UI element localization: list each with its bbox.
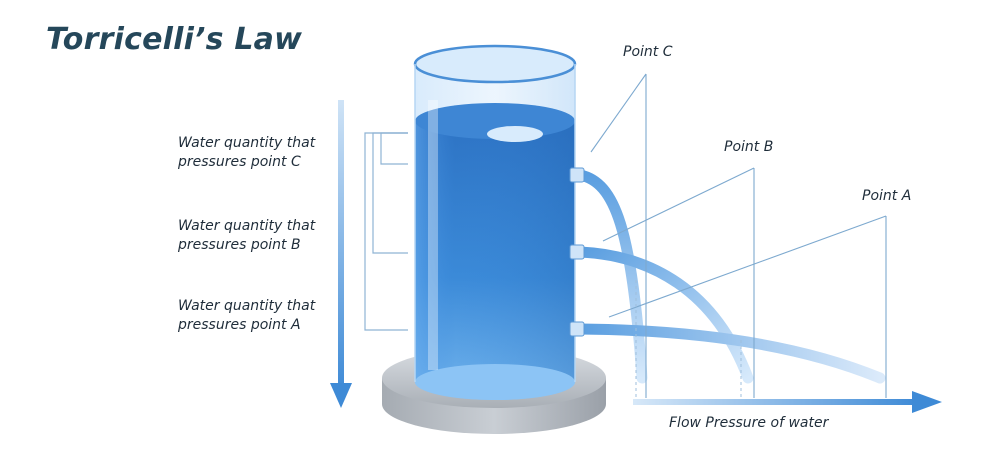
point-c-label: Point C <box>623 44 673 60</box>
point-b-label: Point B <box>724 139 774 155</box>
quantity-brackets <box>364 132 408 331</box>
label-a-line1: Water quantity that <box>178 298 316 314</box>
label-water-quantity-b: Water quantity that pressures point B <box>178 217 315 255</box>
nozzle-c <box>569 167 585 183</box>
nozzle-b <box>569 244 585 260</box>
dashed-guides <box>635 280 742 398</box>
stock-id: 608430590 <box>0 355 14 435</box>
page-title: Torricelli’s Law <box>46 22 303 57</box>
point-a-label: Point A <box>862 188 912 204</box>
jet-a <box>574 323 886 384</box>
guide-lines <box>590 73 887 398</box>
jet-c <box>574 169 648 384</box>
bracket-b <box>372 132 408 254</box>
vertical-arrow <box>330 100 352 408</box>
horizontal-arrow <box>633 391 942 413</box>
water-jets <box>574 169 886 384</box>
label-c-line1: Water quantity that <box>178 135 316 151</box>
nozzles <box>569 167 585 337</box>
nozzle-a <box>569 321 585 337</box>
bracket-a <box>364 132 408 331</box>
label-water-quantity-c: Water quantity that pressures point C <box>178 134 315 172</box>
label-c-line2: pressures point C <box>178 154 301 170</box>
bracket-c <box>380 132 408 165</box>
water-cylinder <box>413 44 577 400</box>
label-b-line2: pressures point B <box>178 237 301 253</box>
flow-pressure-axis-label: Flow Pressure of water <box>669 415 829 431</box>
jet-b <box>574 246 754 384</box>
label-water-quantity-a: Water quantity that pressures point A <box>178 297 315 335</box>
label-b-line1: Water quantity that <box>178 218 316 234</box>
label-a-line2: pressures point A <box>178 317 301 333</box>
